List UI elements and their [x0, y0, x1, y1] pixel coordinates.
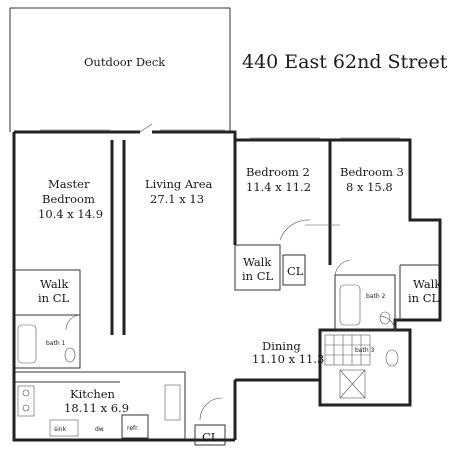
bedroom3-size: 8 x 15.8 [346, 180, 393, 194]
sink-label: sink [54, 426, 67, 433]
building-title: 440 East 62nd Street [242, 51, 448, 73]
bedroom2-size: 11.4 x 11.2 [246, 180, 311, 194]
master-bedroom-size: 10.4 x 14.9 [38, 207, 103, 221]
bed2-walk-in-line2: in CL [242, 269, 274, 283]
exterior-walls [12, 130, 442, 442]
bath-fixtures [17, 284, 391, 364]
dining-size: 11.10 x 11.3 [252, 352, 324, 366]
top-windows [40, 129, 400, 139]
door-swings [65, 123, 396, 421]
master-bedroom-label-line1: Master [48, 177, 90, 191]
outdoor-deck-label: Outdoor Deck [84, 55, 166, 69]
bed3-walk-in-line1: Walk [413, 277, 442, 291]
bed2-walk-in-line1: Walk [243, 255, 272, 269]
dishwasher-label: dw [95, 426, 104, 433]
kitchen-fixtures [17, 384, 181, 437]
bedroom2-label: Bedroom 2 [246, 165, 310, 179]
bath3-tiles [324, 334, 399, 399]
bedroom3-label: Bedroom 3 [340, 165, 404, 179]
dining-label: Dining [262, 339, 301, 353]
bed3-walk-in-line2: in CL [408, 291, 440, 305]
living-area-size: 27.1 x 13 [150, 192, 204, 206]
outdoor-deck [9, 7, 231, 132]
master-walk-in-line2: in CL [38, 291, 70, 305]
kitchen-label: Kitchen [70, 387, 116, 401]
bed2-closet-label: CL [287, 264, 304, 278]
bath1-label: bath 1 [46, 340, 66, 347]
master-bedroom-label-line2: Bedroom [42, 192, 95, 206]
refrigerator-label: refr. [127, 425, 139, 432]
kitchen-size: 18.11 x 6.9 [64, 401, 129, 415]
bath2-label: bath 2 [366, 293, 386, 300]
living-area-label: Living Area [145, 177, 213, 191]
entry-closet-label: CL [202, 430, 219, 444]
bath3-label: bath 3 [355, 347, 375, 354]
master-walk-in-line1: Walk [40, 277, 69, 291]
